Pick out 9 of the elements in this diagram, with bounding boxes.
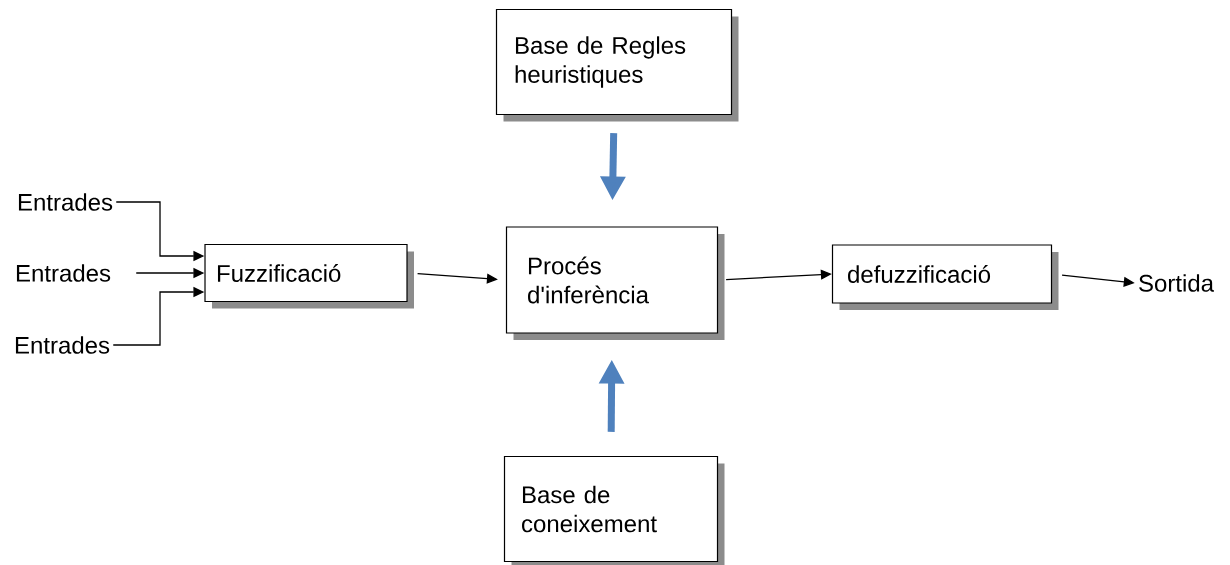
input-label: Entrades <box>15 336 110 354</box>
process-box: defuzzificació <box>831 244 1059 310</box>
process-box: Base de coneixement <box>503 455 725 565</box>
process-box: Base de Regles heuristiques <box>495 8 739 122</box>
input-label: Entrades <box>16 264 111 282</box>
input-label: Entrades <box>18 193 113 211</box>
process-box: Procés d'inferència <box>505 226 725 340</box>
process-box: Fuzzificació <box>204 243 414 309</box>
output-label: Sortida <box>1139 274 1214 292</box>
